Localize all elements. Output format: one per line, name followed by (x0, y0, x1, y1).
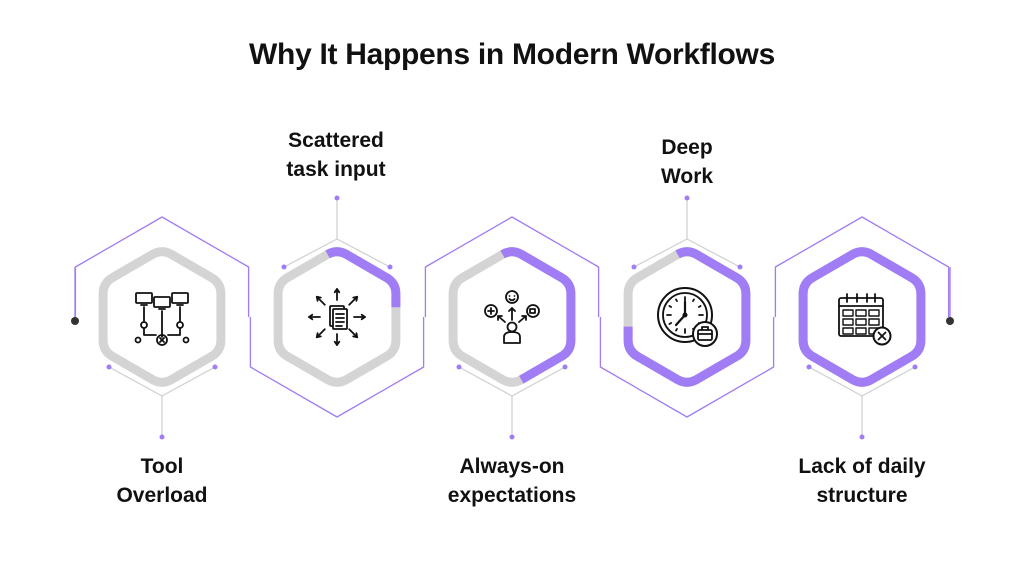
label-tool-overload: Tool Overload (52, 452, 272, 510)
person-notifications-icon (484, 290, 540, 344)
ring-progress (448, 247, 576, 387)
ring-progress (273, 247, 401, 387)
connector-dot (912, 364, 918, 370)
label-line: Always-on (459, 455, 565, 478)
label-line: Scattered (288, 129, 384, 152)
end-dot (946, 317, 954, 325)
label-deep-work: Deep Work (577, 133, 797, 191)
label-lack-of-daily-structure: Lack of daily structure (752, 452, 972, 510)
hexagon-outline-deep-work (599, 317, 775, 418)
label-line: Work (660, 165, 714, 188)
progress-ring-deep-work (623, 247, 751, 387)
start-dot (71, 317, 79, 325)
label-line: expectations (447, 484, 577, 507)
ring-progress (623, 247, 751, 387)
label-line: structure (816, 484, 908, 507)
label-connector-scattered-task-input (281, 195, 393, 270)
clock-briefcase-icon (657, 287, 718, 347)
label-line: Lack of daily (798, 455, 926, 478)
diagram-title: Why It Happens in Modern Workflows (249, 38, 775, 71)
label-scattered-task-input: Scattered task input (226, 126, 446, 184)
ring-progress (798, 247, 926, 387)
connector-dot (509, 434, 515, 440)
document-arrows-icon (308, 288, 366, 346)
connector-dot (456, 364, 462, 370)
label-line: Deep (661, 136, 713, 159)
connector-dot (334, 195, 340, 201)
connector-dot (387, 264, 393, 270)
label-line: Tool (140, 455, 184, 478)
connector-dot (159, 434, 165, 440)
label-connector-always-on-expectations (456, 364, 568, 440)
connector-dot (859, 434, 865, 440)
connector-dot (737, 264, 743, 270)
label-connector-deep-work (631, 195, 743, 270)
connector-dot (806, 364, 812, 370)
connector-dot (684, 195, 690, 201)
hexagon-outline-scattered-task-input (249, 317, 425, 418)
label-line: Overload (116, 484, 208, 507)
connector-dot (281, 264, 287, 270)
network-computers-icon (134, 292, 190, 346)
connector-dot (631, 264, 637, 270)
calendar-cancel-icon (838, 293, 892, 346)
label-connector-lack-of-daily-structure (806, 364, 918, 440)
label-always-on-expectations: Always-on expectations (402, 452, 622, 510)
connector-dot (106, 364, 112, 370)
label-connector-tool-overload (106, 364, 218, 440)
progress-ring-lack-of-daily-structure (798, 247, 926, 387)
connector-dot (562, 364, 568, 370)
label-line: task input (286, 158, 386, 181)
hexagon-outline-lack-of-daily-structure (774, 216, 950, 317)
connector-dot (212, 364, 218, 370)
hexagon-outline-always-on-expectations (424, 216, 600, 317)
